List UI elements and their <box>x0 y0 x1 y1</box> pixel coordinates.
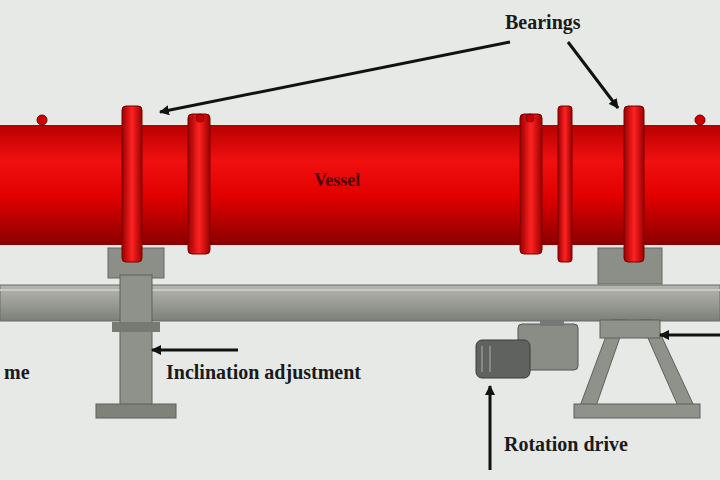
flanges <box>122 106 644 262</box>
bolts <box>37 114 705 125</box>
callout-label: Rotation drive <box>504 432 628 456</box>
leader-arrows <box>152 42 720 470</box>
frame-beam <box>0 285 720 321</box>
callout-label: me <box>4 360 30 384</box>
rotation-drive-motor <box>476 320 578 378</box>
callout-label: Inclination adjustment <box>166 360 361 384</box>
vessel-body <box>0 125 720 245</box>
inclination-support <box>120 275 152 407</box>
callout-label: Bearings <box>505 10 581 34</box>
part-label: Vessel <box>314 170 360 192</box>
